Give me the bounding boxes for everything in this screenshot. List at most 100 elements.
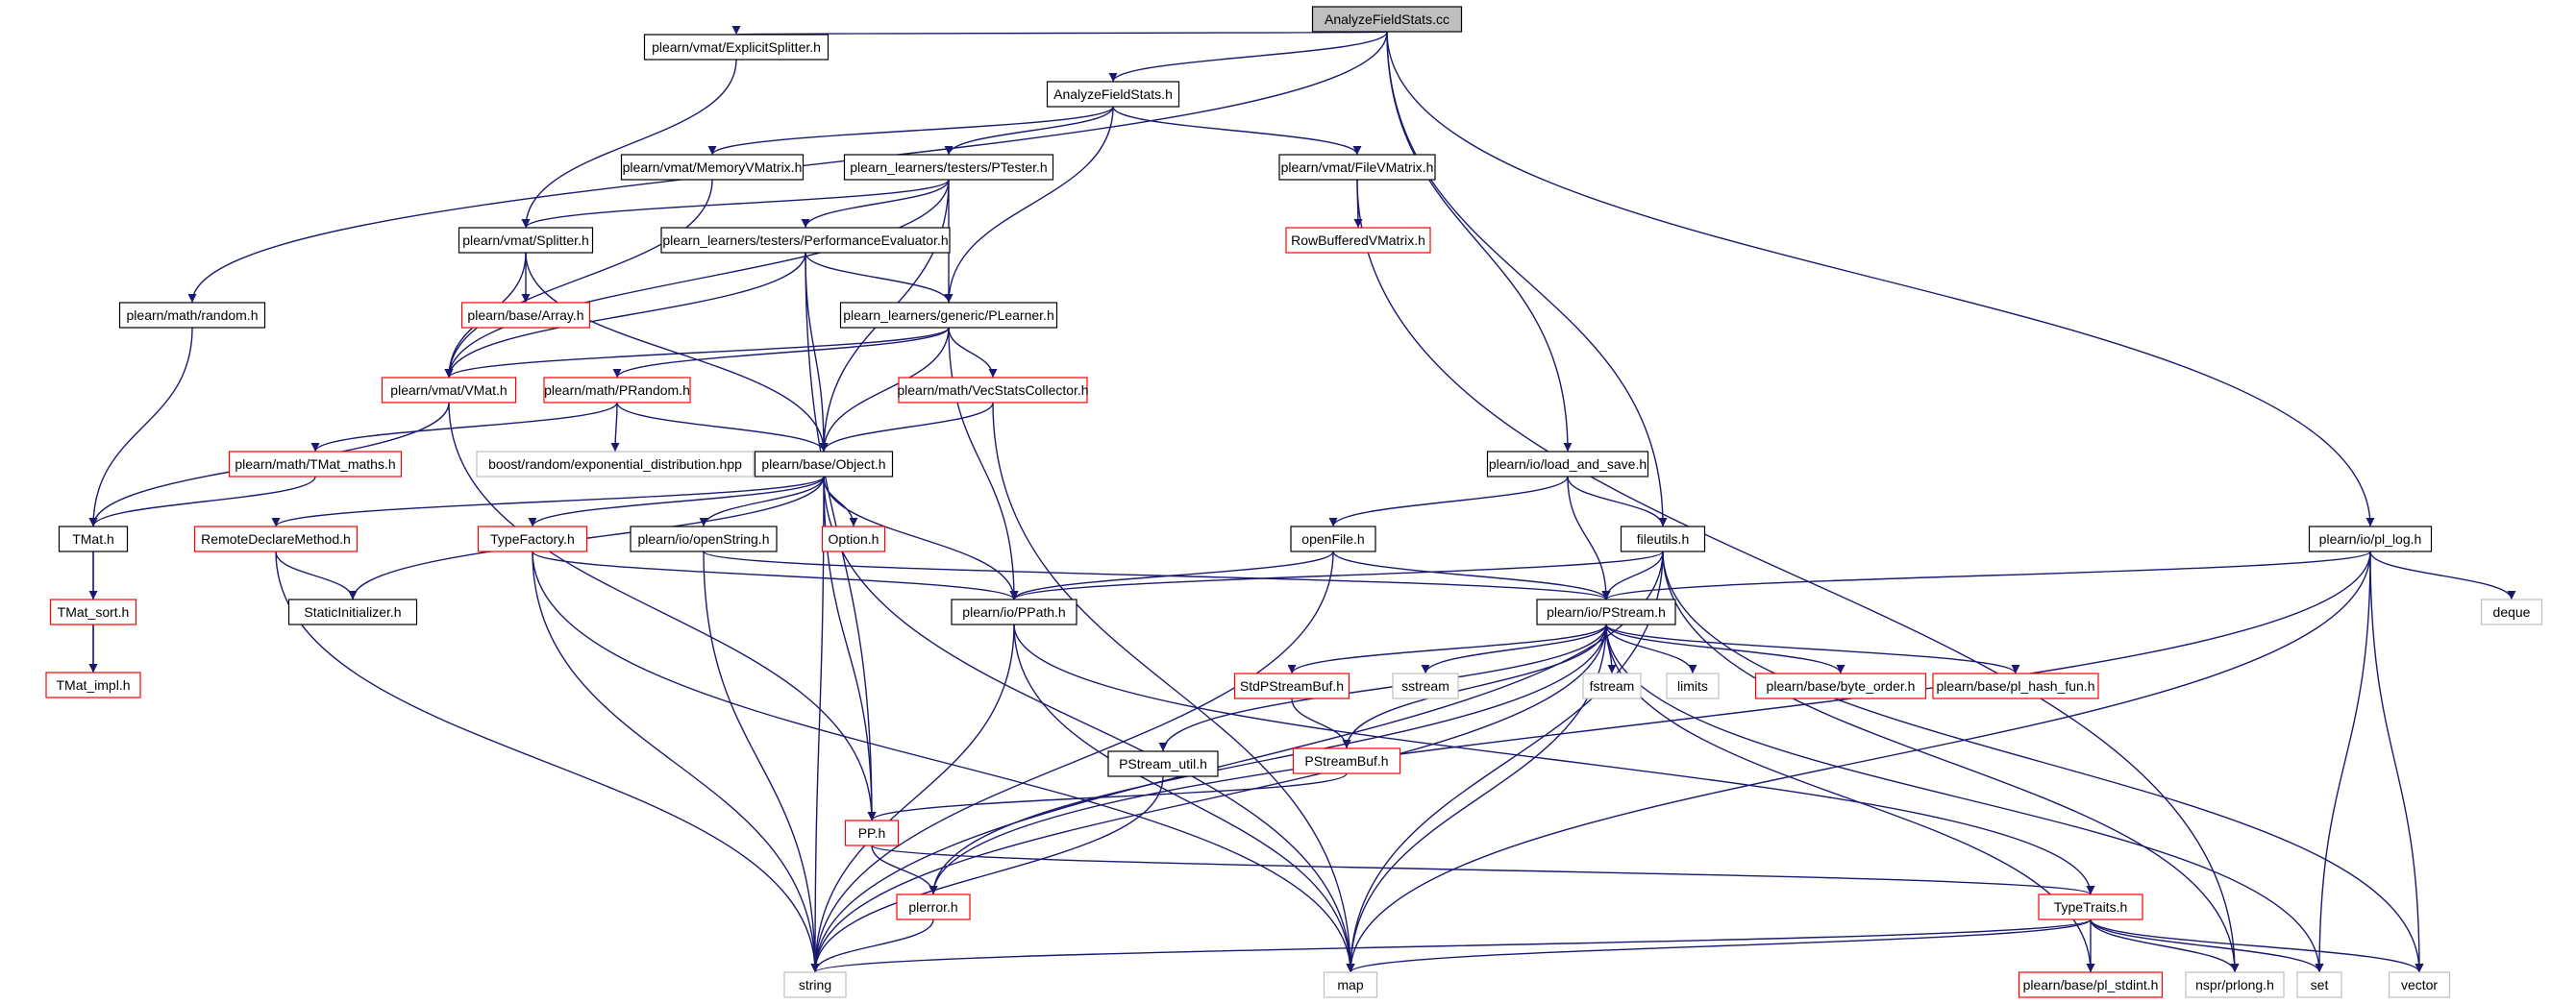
edge-loadSave-to-fileutils [1567,476,1668,527]
node-nspr: nspr/prlong.h [2185,971,2285,998]
node-label: plerror.h [908,899,957,915]
node-typeTraits[interactable]: TypeTraits.h [2038,894,2143,920]
node-pstreamBuf[interactable]: PStreamBuf.h [1292,747,1401,774]
edge-openFile-to-string [810,551,1334,973]
node-box [754,451,894,478]
node-label: AnalyzeFieldStats.cc [1325,12,1449,27]
node-label: limits [1677,678,1708,694]
edge-plearner-to-object [819,327,950,453]
edge-openFile-to-ppath [1009,551,1334,600]
node-stdPSB[interactable]: StdPStreamBuf.h [1233,673,1350,699]
node-label: PStreamBuf.h [1304,753,1388,769]
edge-loadSave-to-pstream [1567,476,1611,600]
node-label: plearn/math/VecStatsCollector.h [897,382,1088,398]
node-box [2185,971,2285,998]
node-array[interactable]: plearn/base/Array.h [460,302,591,329]
edge-fileVM-to-nspr [1356,179,2240,973]
node-analyzeH[interactable]: AnalyzeFieldStats.h [1046,81,1180,108]
node-box [49,599,137,625]
edge-fileutils-to-nspr [1662,551,2240,973]
node-rowBuf[interactable]: RowBufferedVMatrix.h [1285,227,1431,254]
node-label: plearn/base/pl_hash_fun.h [1936,678,2094,694]
node-label: TMat_sort.h [58,604,130,620]
edge-pstreamUtil-to-string [810,775,1164,973]
node-random[interactable]: plearn/math/random.h [118,302,266,329]
node-root[interactable]: AnalyzeFieldStats.cc [1311,6,1463,33]
node-label: plearn/vmat/VMat.h [390,382,507,398]
node-ptester[interactable]: plearn_learners/testers/PTester.h [843,154,1054,181]
node-ppath[interactable]: plearn/io/PPath.h [951,599,1077,625]
node-box [1754,673,1927,699]
edge-pstream-to-map [1346,624,1607,973]
node-remoteDecl[interactable]: RemoteDeclareMethod.h [193,526,359,552]
edge-typeFactory-to-string [532,551,820,973]
node-label: plearn/vmat/MemoryVMatrix.h [623,159,803,175]
node-hashFun[interactable]: plearn/base/pl_hash_fun.h [1932,673,2099,699]
node-typeFactory[interactable]: TypeFactory.h [477,526,588,552]
node-loadSave[interactable]: plearn/io/load_and_save.h [1486,451,1649,478]
node-limits: limits [1666,673,1720,699]
node-label: PP.h [858,825,886,841]
edge-pllog-to-vector [2369,551,2424,973]
node-staticInit[interactable]: StaticInitializer.h [287,599,418,625]
node-plerror[interactable]: plerror.h [896,894,971,920]
edge-typeTraits-to-map [1346,918,2092,973]
node-pstreamUtil[interactable]: PStream_util.h [1107,750,1219,777]
nodes-layer: AnalyzeFieldStats.cc plearn/vmat/Explicit… [45,6,2543,998]
node-plStdint[interactable]: plearn/base/pl_stdint.h [2018,971,2164,998]
node-pp[interactable]: PP.h [844,820,900,846]
node-box [118,302,266,329]
node-label: openFile.h [1301,531,1364,547]
node-string: string [783,971,847,998]
node-label: plearn/base/Object.h [761,456,885,472]
edge-ppath-to-typeTraits [1013,624,2095,895]
node-pstream[interactable]: plearn/io/PStream.h [1536,599,1676,625]
node-byteOrder[interactable]: plearn/base/byte_order.h [1754,673,1927,699]
node-openFile[interactable]: openFile.h [1290,526,1376,552]
node-splitter[interactable]: plearn/vmat/Splitter.h [458,227,594,254]
edge-pstream-to-pstreamUtil [1158,624,1607,752]
node-box [839,302,1058,329]
edge-typeTraits-to-set [2090,918,2324,973]
edge-fileutils-to-map [1346,551,1664,973]
node-memVM[interactable]: plearn/vmat/MemoryVMatrix.h [620,154,805,181]
edge-fileutils-to-vector [1662,551,2424,973]
edge-pstream-to-set [1605,624,2324,973]
node-label: sstream [1401,678,1449,694]
edge-pstream-to-sstream [1421,624,1607,674]
node-prandom[interactable]: plearn/math/PRandom.h [543,377,691,404]
node-openString[interactable]: plearn/io/openString.h [630,526,778,552]
node-option[interactable]: Option.h [821,526,886,552]
node-tmatImpl[interactable]: TMat_impl.h [45,672,141,698]
node-boostExp: boost/random/exponential_distribution.hp… [476,451,755,478]
edge-splitter-to-object [525,252,829,453]
node-box [2308,526,2433,552]
node-tmat[interactable]: TMat.h [58,526,129,552]
node-label: Option.h [829,531,879,547]
edge-object-to-ppath [823,476,1019,600]
node-label: plearn/base/Array.h [467,307,583,323]
edge-perfEval-to-plearner [805,252,954,304]
node-tmatMaths[interactable]: plearn/math/TMat_maths.h [228,451,403,478]
node-object[interactable]: plearn/base/Object.h [754,451,894,478]
node-pllog[interactable]: plearn/io/pl_log.h [2308,526,2433,552]
node-label: fstream [1590,678,1635,694]
edge-object-to-staticInit [348,476,825,600]
node-vecStats[interactable]: plearn/math/VecStatsCollector.h [897,377,1089,404]
edge-perfEval-to-vmat [444,252,806,379]
node-plearner[interactable]: plearn_learners/generic/PLearner.h [839,302,1058,329]
node-explicitSplitter[interactable]: plearn/vmat/ExplicitSplitter.h [643,34,830,61]
node-perfEval[interactable]: plearn_learners/testers/PerformanceEvalu… [660,227,951,254]
node-label: plearn_learners/testers/PTester.h [850,159,1047,175]
node-tmatSort[interactable]: TMat_sort.h [49,599,137,625]
edge-remoteDecl-to-string [275,551,820,973]
node-box [58,526,129,552]
node-vmat[interactable]: plearn/vmat/VMat.h [381,377,517,404]
node-box [620,154,805,181]
node-box [1536,599,1676,625]
node-fileutils[interactable]: fileutils.h [1620,526,1706,552]
node-fileVM[interactable]: plearn/vmat/FileVMatrix.h [1278,154,1436,181]
node-label: TypeFactory.h [490,531,575,547]
edge-pllog-to-pstream [1601,551,2371,600]
node-box [228,451,403,478]
